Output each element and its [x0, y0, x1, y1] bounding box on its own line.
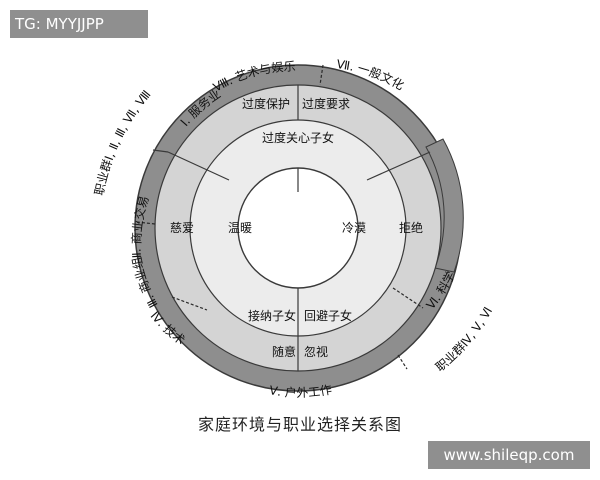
divider-outer-left	[152, 149, 169, 153]
dashed-lower-right	[392, 287, 424, 309]
label-avoid: 回避子女	[304, 308, 352, 323]
watermark-top: TG: MYYJJPP	[10, 10, 148, 38]
divider-upper-left	[167, 151, 230, 181]
label-neglect: 忽视	[304, 344, 328, 359]
arc-label-outdoor: Ⅴ. 户外工作	[268, 383, 333, 400]
dashed-bottom-right	[397, 354, 408, 370]
divider-upper-right	[366, 151, 431, 181]
label-overprotect: 过度保护	[242, 96, 290, 111]
label-warm: 温暖	[228, 221, 252, 235]
group-label-right: 职业群Ⅳ, Ⅴ, Ⅵ	[433, 305, 495, 375]
figure-caption: 家庭环境与职业选择关系图	[197, 415, 402, 434]
label-overdemand: 过度要求	[302, 96, 350, 111]
dashed-left	[136, 221, 156, 225]
label-accept: 接纳子女	[248, 308, 296, 323]
label-reject: 拒绝	[399, 220, 423, 235]
watermark-bottom: www.shileqp.com	[428, 441, 590, 469]
label-casual: 随意	[272, 344, 296, 359]
label-over-concern: 过度关心子女	[262, 130, 334, 145]
label-love: 慈爱	[170, 220, 194, 235]
dashed-lower-left	[171, 296, 208, 311]
label-cold: 冷漠	[342, 221, 366, 235]
arc-label-organization: Ⅲ. 商业组织	[0, 0, 161, 310]
dashed-top	[319, 64, 324, 86]
